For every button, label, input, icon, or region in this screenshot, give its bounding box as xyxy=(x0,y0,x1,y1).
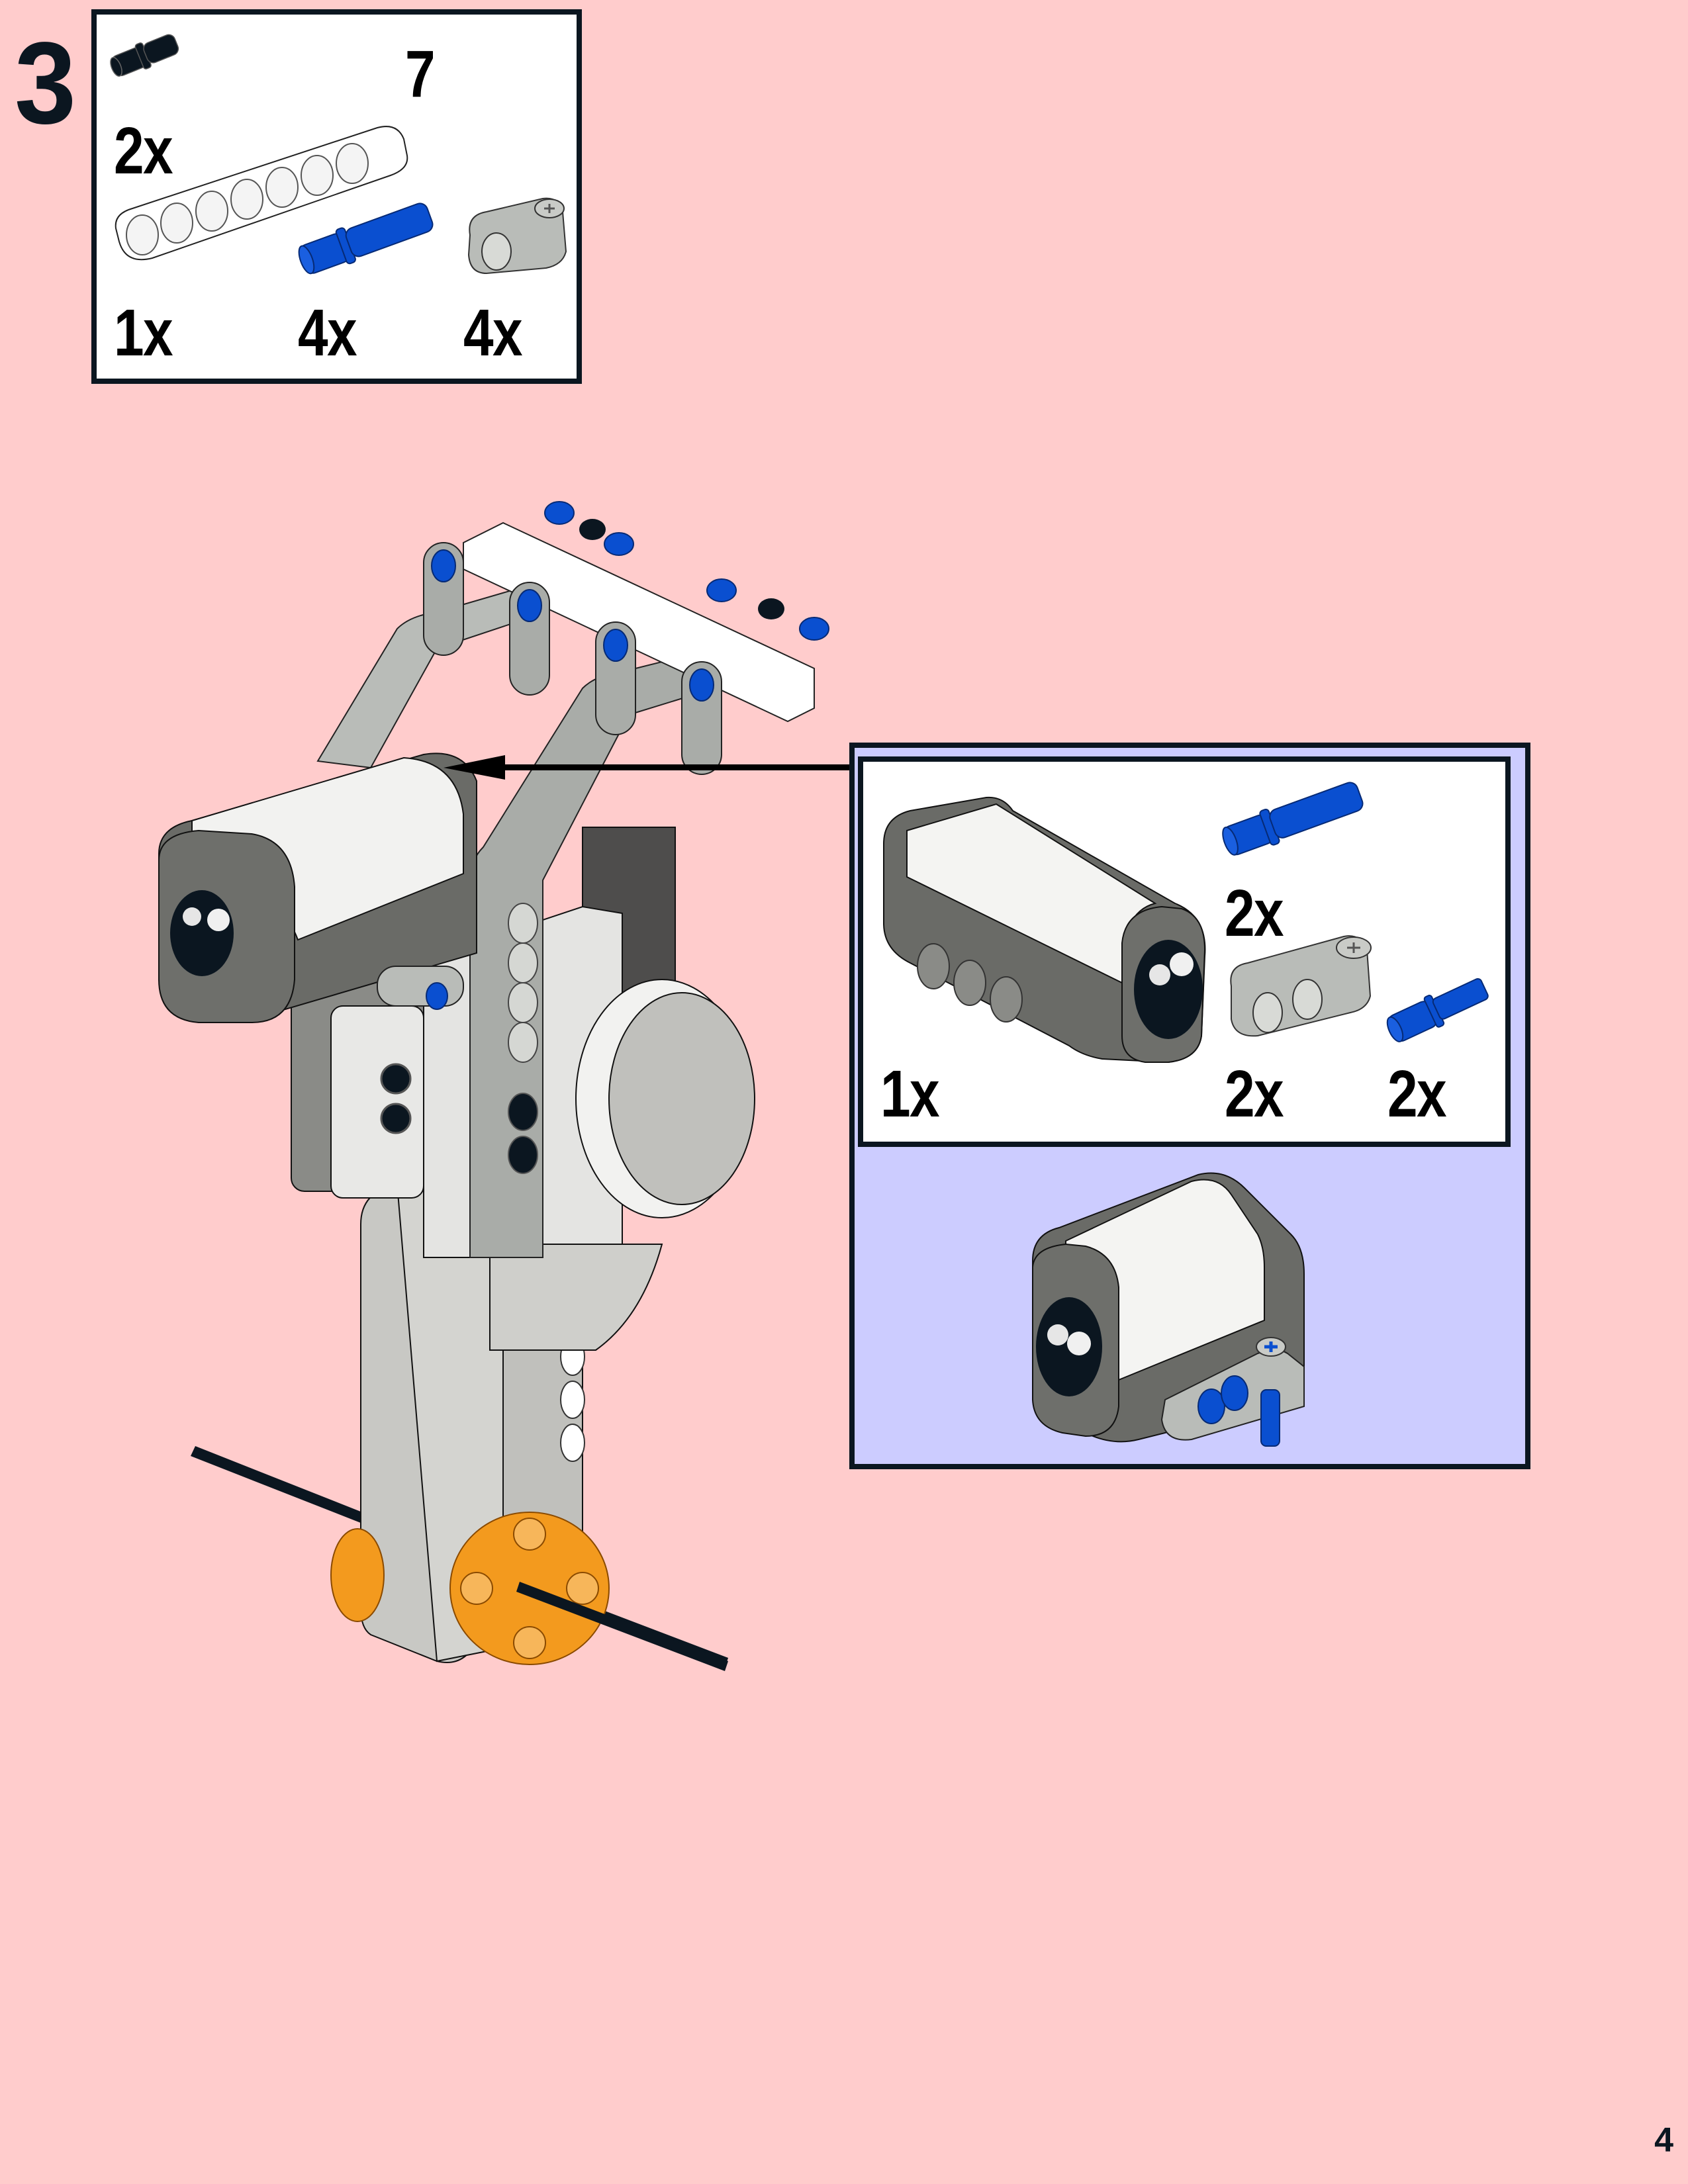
qty-gray-cross-block: 4x xyxy=(463,296,523,370)
step-number: 3 xyxy=(15,19,76,148)
callout-blue-long-pin-icon xyxy=(1222,782,1364,856)
page-number: 4 xyxy=(1654,2121,1673,2160)
callout-qty-gray-cross-block: 2x xyxy=(1225,1057,1284,1131)
blue-axle-pin-icon xyxy=(1386,978,1489,1042)
color-sensor-main xyxy=(158,752,477,1023)
callout-result-subassembly xyxy=(1032,1172,1305,1447)
blue-long-pin-icon xyxy=(298,203,434,275)
qty-white-beam: 1x xyxy=(114,296,173,370)
black-pin-icon xyxy=(110,34,179,77)
callout-qty-blue-long-pin: 2x xyxy=(1225,876,1284,950)
callout-qty-blue-axle-pin: 2x xyxy=(1387,1057,1447,1131)
qty-blue-long-pin: 4x xyxy=(298,296,357,370)
qty-black-pin: 2x xyxy=(114,114,173,188)
callout-gray-cross-block-icon xyxy=(1230,935,1372,1037)
beam-length-label: 7 xyxy=(405,37,436,111)
gray-cross-block-icon xyxy=(467,197,567,275)
color-sensor-icon xyxy=(883,796,1206,1064)
callout-qty-color-sensor: 1x xyxy=(880,1057,940,1131)
white-beam-icon xyxy=(115,126,408,261)
